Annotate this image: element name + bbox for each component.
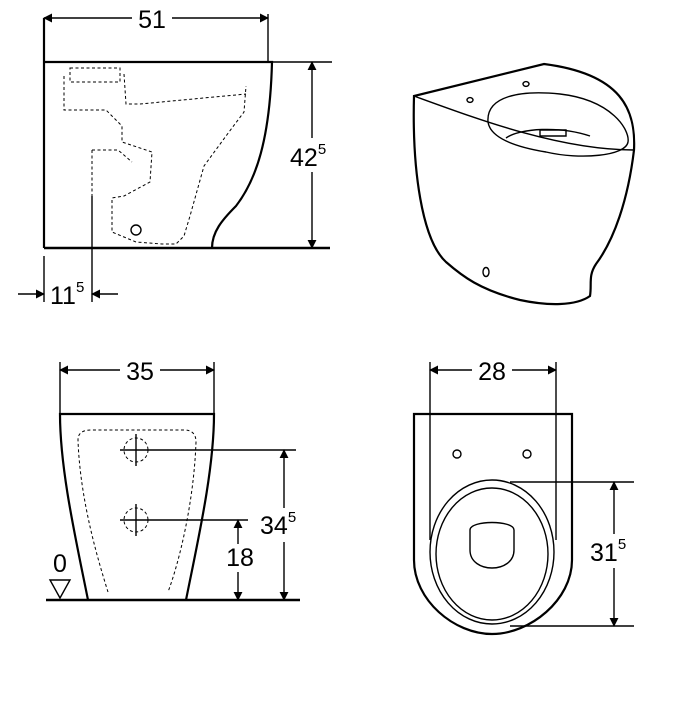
- side-view: 51 425 115: [18, 4, 336, 310]
- front-view-outline: [58, 412, 216, 601]
- floor-level-triangle-icon: [48, 579, 72, 600]
- dim-label-side-height: 425: [290, 141, 326, 172]
- iso-bowl-body: [412, 62, 636, 306]
- top-view-bowl-outer: [429, 479, 555, 625]
- dim-label-front-width: 35: [126, 358, 154, 386]
- dim-label-side-offset: 115: [50, 279, 84, 310]
- iso-top-edge: [413, 95, 635, 151]
- front-view: 35 345 18 0: [46, 356, 306, 602]
- dim-label-side-width: 51: [138, 6, 166, 34]
- top-view: 28 315: [412, 356, 638, 636]
- top-view-mount-hole-left: [452, 449, 462, 459]
- dim-label-front-height-upper: 345: [260, 509, 296, 540]
- top-view-mount-hole-right: [522, 449, 532, 459]
- top-view-outline: [412, 412, 574, 636]
- isometric-view: [412, 62, 636, 306]
- iso-mount-hole-right: [522, 80, 530, 88]
- dim-label-front-height-lower: 18: [226, 544, 254, 572]
- front-view-hidden-outline: [77, 429, 197, 593]
- iso-inlet-hole: [482, 266, 490, 278]
- side-view-inlet-circle: [130, 224, 142, 236]
- top-view-outlet: [469, 521, 515, 569]
- top-view-bowl-inner: [435, 487, 549, 621]
- side-view-outline: [42, 18, 274, 249]
- dim-label-top-depth: 315: [590, 536, 626, 567]
- iso-mount-hole-left: [466, 96, 474, 104]
- iso-rim-outer: [487, 92, 629, 157]
- iso-outlet-mark: [539, 129, 567, 137]
- floor-level-label: 0: [53, 550, 67, 578]
- dim-label-top-width: 28: [478, 358, 506, 386]
